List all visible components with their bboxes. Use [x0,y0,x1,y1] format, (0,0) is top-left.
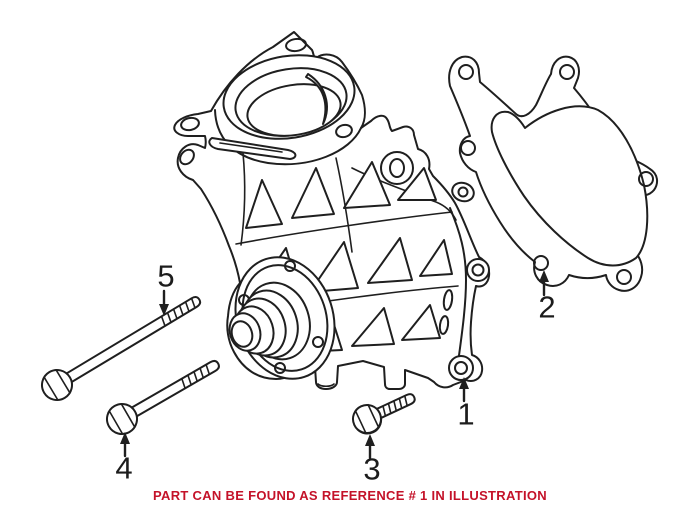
reference-caption: PART CAN BE FOUND AS REFERENCE # 1 IN IL… [153,488,547,503]
callout-arrow-4 [120,432,130,458]
callout-arrow-2 [539,270,549,297]
bolt-4-illustration [106,359,220,435]
callout-label-5: 5 [157,258,175,294]
bolt-3-illustration [352,393,416,435]
bolt-5-illustration [41,296,202,401]
gasket-illustration [448,55,659,292]
callout-arrow-3 [365,434,375,460]
callout-arrow-5 [159,289,169,316]
water-pump-illustration [173,31,491,390]
callout-arrow-1 [459,377,469,403]
callout-label-2: 2 [538,289,556,325]
callout-label-3: 3 [363,451,381,487]
callout-label-1: 1 [457,396,475,432]
callout-label-4: 4 [115,450,133,486]
